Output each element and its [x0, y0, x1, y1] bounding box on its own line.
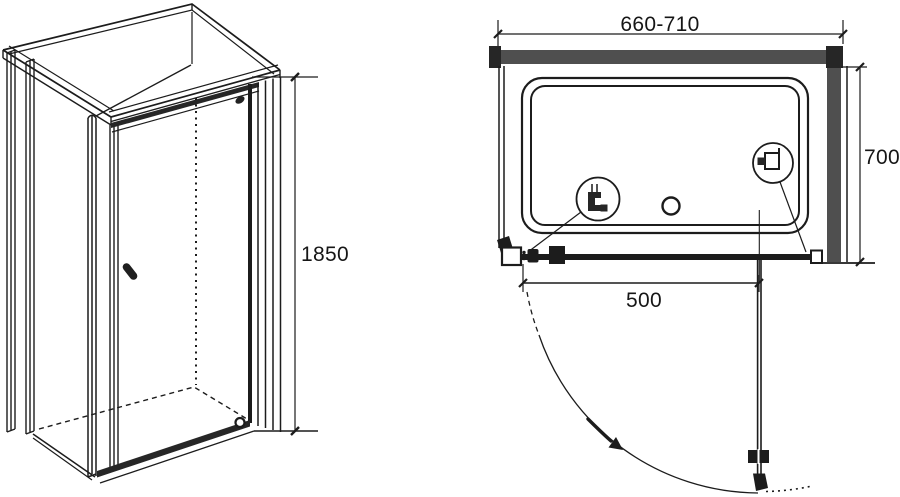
- bottom-pivot-circle: [234, 416, 246, 429]
- wall-profile-fitting-right: [810, 249, 823, 264]
- glass-panels: [489, 46, 843, 262]
- plan-view: [489, 20, 875, 494]
- side-panel-front-post: [87, 12, 193, 478]
- door-width-dimension: [518, 264, 764, 292]
- door-swing-arrow-icon: [586, 417, 613, 443]
- open-door: [748, 210, 769, 491]
- hidden-tray-edges: [38, 386, 248, 430]
- wall-profile-detail-icon-left: [588, 184, 608, 212]
- left-wall-profile-line: [498, 66, 505, 248]
- wall-profile-fitting-left: [500, 246, 523, 267]
- isometric-view: [2, 3, 318, 484]
- back-panel-right-cap: [826, 46, 843, 68]
- door-track: [497, 236, 823, 267]
- drain-circle: [661, 196, 681, 216]
- left-wall-profile-posts: [6, 49, 35, 435]
- door-face: [109, 76, 282, 469]
- plan-door-width-dimension-label: 500: [626, 289, 662, 312]
- detail-callout-right: [752, 142, 807, 253]
- detail-callout-left: [527, 176, 621, 253]
- clamp-block: [549, 246, 565, 264]
- door-top-rail: [111, 82, 259, 128]
- depth-dimension: [820, 62, 875, 267]
- back-panel-left-cap: [489, 46, 501, 68]
- plan-width-dimension-label: 660-710: [620, 13, 700, 36]
- open-door-end-cap: [753, 473, 768, 491]
- pivot-block: [527, 249, 539, 263]
- wall-profile-detail-icon-right: [757, 148, 780, 170]
- door-handle: [122, 263, 138, 280]
- plan-depth-dimension-label: 700: [864, 146, 900, 169]
- side-panel-bar: [827, 68, 841, 262]
- door-bottom-rail: [97, 420, 250, 478]
- height-dimension: [252, 72, 318, 436]
- back-panel-bar: [497, 50, 826, 64]
- tray-bottom: [32, 386, 318, 484]
- door-swing-arc: [526, 291, 813, 494]
- shower-tray: [520, 76, 810, 235]
- width-dimension: [493, 20, 848, 46]
- isometric-height-dimension-label: 1850: [301, 243, 349, 266]
- top-pivot-dot: [235, 96, 245, 104]
- top-frame-ring: [2, 3, 281, 126]
